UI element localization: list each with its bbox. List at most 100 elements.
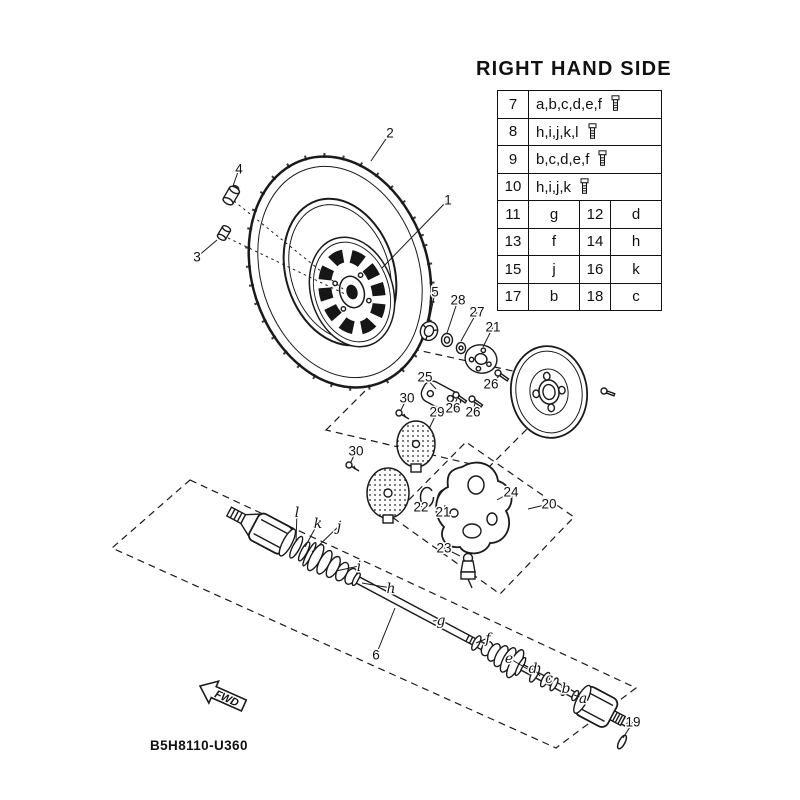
callout-leader-line (370, 132, 391, 162)
callout-leader-line (335, 565, 360, 572)
callout-leader-line (490, 375, 500, 385)
callout-label-l: l (295, 505, 299, 521)
callout-label-a: a (579, 691, 587, 707)
callout-leader-line (295, 511, 298, 543)
legend-ref-number: 9 (497, 145, 529, 174)
callout-leader-line (424, 376, 437, 390)
legend-cell: 18 (579, 282, 611, 311)
callout-leader-line (432, 619, 442, 622)
legend-letters: b,c,d,e,f (536, 151, 590, 169)
wheel-rim (308, 236, 396, 348)
callout-label-1: 1 (444, 193, 452, 208)
snap-ring-19 (616, 734, 628, 750)
drive-shaft-assembly (225, 506, 630, 728)
callout-leader-line (460, 311, 478, 342)
callout-label-b: b (562, 681, 571, 697)
callout-leader-line (428, 411, 438, 430)
bolt-26-c (494, 369, 510, 382)
washer-28 (440, 332, 454, 348)
callout-label-26: 26 (483, 377, 498, 392)
callout-leader-line (622, 721, 634, 739)
legend-letters: h,i,j,k (536, 178, 572, 196)
callout-leader-line (482, 326, 494, 348)
callout-leader-line (375, 607, 396, 656)
legend-cell: 11 (497, 200, 529, 229)
bolt-icon (598, 150, 607, 167)
ball-joint-23 (460, 552, 476, 589)
callout-leader-line (304, 522, 319, 548)
guard-plate-1 (396, 420, 436, 473)
callout-leader-line (311, 525, 340, 553)
callout-leader-line (442, 504, 446, 513)
callout-leader-line (452, 398, 458, 409)
callout-label-22: 22 (413, 500, 428, 515)
callout-leader-line (400, 397, 408, 411)
cone-washer-27 (455, 341, 467, 355)
callout-label-g: g (437, 613, 446, 629)
legend-cell: 14 (579, 227, 611, 256)
callout-leader-line (573, 694, 584, 699)
callout-label-21: 21 (485, 320, 500, 335)
legend-letters: h,i,j,k,l (536, 123, 579, 141)
bolt-26-a (452, 391, 468, 404)
callout-leader-line (508, 657, 530, 671)
callout-leader-line (527, 503, 550, 510)
guard-bolt-1 (395, 409, 410, 420)
callout-leader-line (472, 402, 476, 413)
callout-label-23: 23 (436, 541, 451, 556)
callout-label-d: d (529, 661, 538, 677)
callout-leader-line (446, 299, 459, 334)
callout-label-j: j (334, 519, 342, 535)
legend-cell: g (528, 200, 580, 229)
legend-cell: f (528, 227, 580, 256)
callout-leader-line (560, 686, 567, 689)
legend-ref-number: 7 (497, 90, 529, 119)
callout-label-19: 19 (625, 715, 640, 730)
legend-cell: 15 (497, 255, 529, 284)
legend-cell: c (610, 282, 662, 311)
legend-cell: 16 (579, 255, 611, 284)
callout-label-28: 28 (450, 293, 465, 308)
legend-letters-cell: h,i,j,k (528, 172, 662, 201)
legend-cell: 17 (497, 282, 529, 311)
callout-label-5: 5 (431, 285, 439, 300)
callout-label-2: 2 (386, 126, 394, 141)
callout-label-30: 30 (399, 391, 414, 406)
fwd-arrow: FWD (198, 679, 248, 713)
legend-letters-cell: a,b,c,d,e,f (528, 90, 662, 119)
callout-leader-line (232, 168, 240, 187)
callout-label-24: 24 (503, 485, 519, 500)
callout-leader-line (532, 667, 541, 677)
callout-label-k: k (314, 516, 322, 532)
disc-bolt (600, 387, 616, 397)
legend-cell: 12 (579, 200, 611, 229)
callout-leader-line (548, 677, 552, 683)
caliper-bracket-25 (420, 380, 462, 414)
callout-label-4: 4 (235, 162, 243, 177)
callout-label-29: 29 (429, 405, 444, 420)
valve-part-3 (216, 224, 232, 242)
callout-label-26: 26 (465, 405, 480, 420)
legend-row: 9 b,c,d,e,f (497, 145, 662, 174)
callout-leader-line (443, 547, 461, 557)
hub-access-lines (227, 200, 346, 295)
callout-label-20: 20 (541, 497, 556, 512)
steering-knuckle (435, 461, 513, 555)
wheel-hub-21 (464, 344, 498, 374)
callout-label-e: e (505, 651, 513, 667)
legend-row: 10 h,i,j,k (497, 172, 662, 201)
fwd-label: FWD (213, 688, 241, 709)
callout-label-26: 26 (445, 401, 460, 416)
legend-ref-number: 10 (497, 172, 529, 201)
castle-nut-5 (419, 320, 439, 342)
bolt-icon (588, 123, 597, 139)
callout-leader-line (428, 291, 436, 323)
callout-leader-line (496, 491, 512, 501)
